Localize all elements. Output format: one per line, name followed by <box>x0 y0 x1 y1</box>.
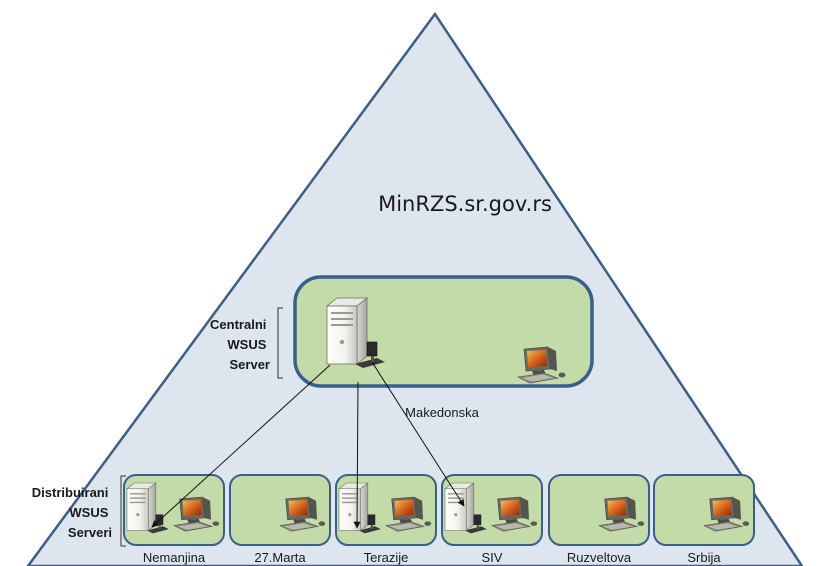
site-label-27-marta: 27.Marta <box>254 550 306 565</box>
distributed-label-line-3: Serveri <box>68 525 112 540</box>
site-srbija: Srbija <box>653 474 755 565</box>
site-nemanjina: Nemanjina <box>123 474 225 565</box>
domain-label: MinRZS.sr.gov.rs <box>378 192 552 216</box>
distributed-label-bracket <box>120 475 126 547</box>
central-site-label: Makedonska <box>405 405 479 420</box>
site-label-ruzveltova: Ruzveltova <box>567 550 632 565</box>
arrow-to-nemanjina <box>151 364 331 528</box>
central-label-line-3: Server <box>230 357 270 372</box>
distributed-label-line-2: WSUS <box>69 505 108 520</box>
central-label-line-1: Centralni <box>210 317 266 332</box>
distributed-label-line-1: Distribuirani <box>32 485 109 500</box>
central-site-box <box>293 275 594 388</box>
distributed-group-label: Distribuirani WSUS Serveri <box>32 485 112 540</box>
site-label-srbija: Srbija <box>687 550 721 565</box>
central-group-label: Centralni WSUS Server <box>210 317 270 372</box>
central-label-line-2: WSUS <box>227 337 266 352</box>
replication-arrows <box>151 361 465 529</box>
site-ruzveltova: Ruzveltova <box>548 474 650 565</box>
site-siv: SIV <box>441 474 543 565</box>
site-label-terazije: Terazije <box>364 550 409 565</box>
distributed-sites: Nemanjina 27.Marta Terazije SIV Ruzveltova Sr… <box>123 474 755 565</box>
arrow-to-siv <box>371 361 465 507</box>
arrow-to-terazije <box>353 381 361 529</box>
site-label-nemanjina: Nemanjina <box>143 550 206 565</box>
site-terazije: Terazije <box>335 474 437 565</box>
site-label-siv: SIV <box>482 550 503 565</box>
site-27-marta: 27.Marta <box>229 474 331 565</box>
central-label-bracket <box>277 307 283 379</box>
